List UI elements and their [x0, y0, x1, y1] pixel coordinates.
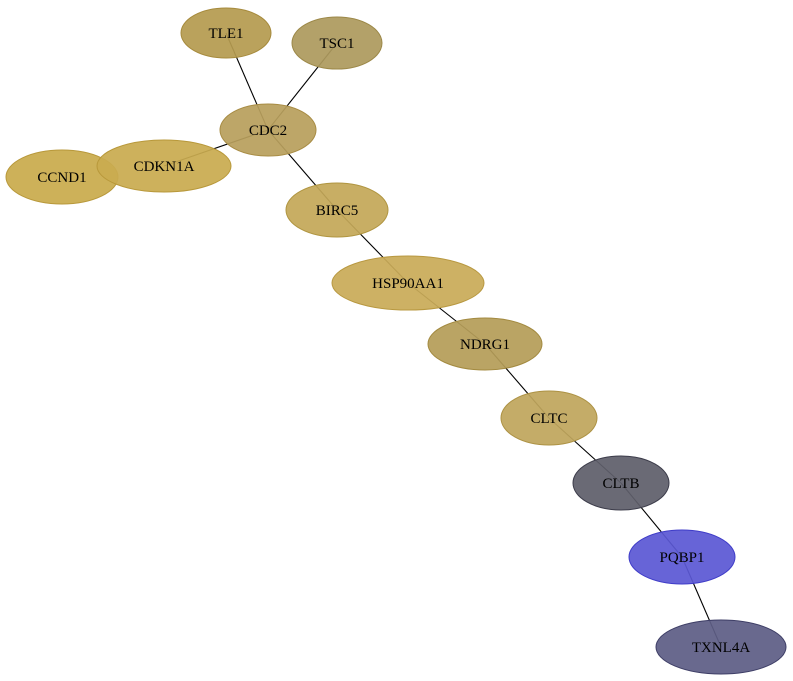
node-shape-pqbp1[interactable]	[628, 529, 736, 585]
node-shape-txnl4a[interactable]	[655, 619, 787, 675]
node-tsc1[interactable]: TSC1	[291, 16, 383, 70]
node-label-tle1: TLE1	[209, 26, 244, 42]
node-label-ccnd1: CCND1	[37, 170, 86, 186]
node-shape-birc5[interactable]	[285, 182, 389, 238]
node-label-cltc: CLTC	[531, 411, 568, 427]
node-label-cdc2: CDC2	[249, 123, 287, 139]
node-shape-hsp90aa1[interactable]	[331, 255, 485, 311]
node-ccnd1[interactable]: CCND1	[5, 149, 119, 205]
node-cdkn1a[interactable]: CDKN1A	[96, 139, 232, 193]
node-shape-tsc1[interactable]	[291, 16, 383, 70]
node-label-txnl4a: TXNL4A	[692, 640, 750, 656]
node-hsp90aa1[interactable]: HSP90AA1	[331, 255, 485, 311]
node-pqbp1[interactable]: PQBP1	[628, 529, 736, 585]
node-tle1[interactable]: TLE1	[180, 7, 272, 59]
node-cltb[interactable]: CLTB	[572, 455, 670, 511]
node-birc5[interactable]: BIRC5	[285, 182, 389, 238]
node-label-ndrg1: NDRG1	[460, 337, 510, 353]
node-shape-cdc2[interactable]	[219, 103, 317, 157]
node-label-pqbp1: PQBP1	[659, 550, 704, 566]
node-cdc2[interactable]: CDC2	[219, 103, 317, 157]
node-shape-cltb[interactable]	[572, 455, 670, 511]
node-txnl4a[interactable]: TXNL4A	[655, 619, 787, 675]
node-cltc[interactable]: CLTC	[500, 390, 598, 446]
node-ndrg1[interactable]: NDRG1	[427, 317, 543, 371]
node-shape-cltc[interactable]	[500, 390, 598, 446]
node-label-birc5: BIRC5	[316, 203, 359, 219]
node-label-cltb: CLTB	[603, 476, 640, 492]
node-label-hsp90aa1: HSP90AA1	[372, 276, 444, 292]
node-shape-tle1[interactable]	[180, 7, 272, 59]
node-shape-ndrg1[interactable]	[427, 317, 543, 371]
node-label-tsc1: TSC1	[319, 36, 354, 52]
node-shape-cdkn1a[interactable]	[96, 139, 232, 193]
node-label-cdkn1a: CDKN1A	[134, 159, 195, 175]
